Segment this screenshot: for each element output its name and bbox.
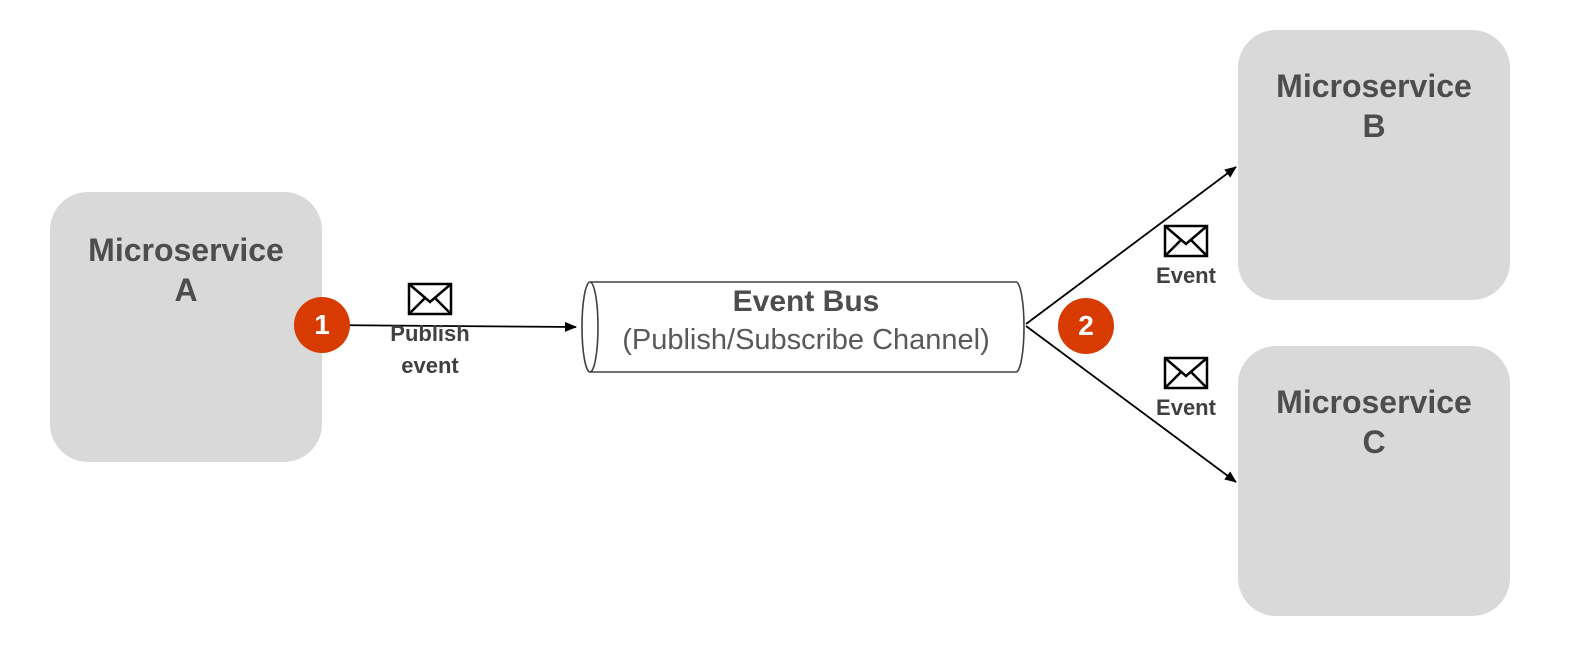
service-name: Microservice	[1276, 384, 1472, 420]
event-arrow-to-b	[1025, 166, 1237, 325]
event-bus-title: Event Bus	[732, 285, 880, 318]
publish-label-line2: event	[401, 353, 459, 378]
service-name: Microservice	[88, 232, 284, 268]
event-message-to-b: Event	[1136, 224, 1236, 292]
step-2-badge: 2	[1058, 298, 1114, 354]
service-letter: C	[1362, 424, 1386, 460]
envelope-icon	[1163, 356, 1209, 390]
service-name: Microservice	[1276, 68, 1472, 104]
microservice-a: Microservice A	[50, 192, 322, 462]
event-bus-label: Event Bus (Publish/Subscribe Channel)	[596, 283, 1016, 359]
service-letter: B	[1362, 108, 1386, 144]
service-letter: A	[174, 272, 198, 308]
microservice-c: Microservice C	[1238, 346, 1510, 616]
event-bus-subtitle: (Publish/Subscribe Channel)	[622, 324, 990, 356]
publish-label-line1: Publish	[390, 321, 470, 346]
event-arrow-to-c	[1025, 325, 1237, 483]
event-label: Event	[1156, 395, 1216, 420]
step-1-badge: 1	[294, 297, 350, 353]
envelope-icon	[407, 282, 453, 316]
publish-event-message: Publish event	[370, 282, 490, 382]
event-bus-cylinder	[581, 281, 1025, 373]
microservice-b: Microservice B	[1238, 30, 1510, 300]
envelope-icon	[1163, 224, 1209, 258]
event-label: Event	[1156, 263, 1216, 288]
publish-arrow	[321, 321, 577, 332]
event-message-to-c: Event	[1136, 356, 1236, 424]
